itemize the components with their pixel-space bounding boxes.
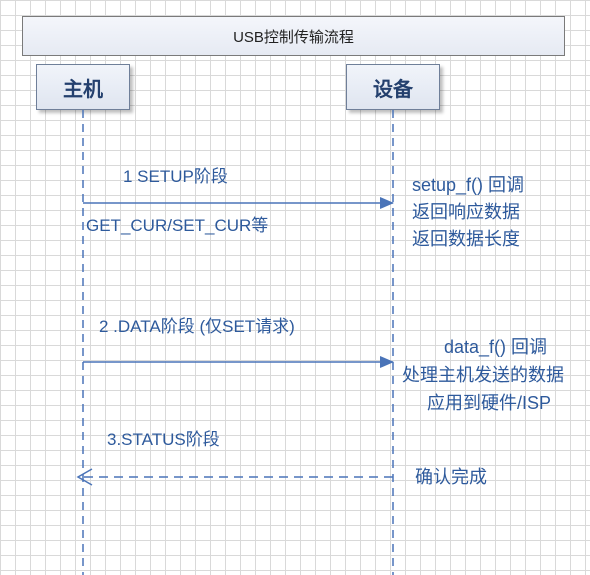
message-label-data: 2 .DATA阶段 (仅SET请求) [99,317,295,336]
note-setup-length: 返回数据长度 [412,229,520,249]
note-setup-response: 返回响应数据 [412,202,520,222]
diagram-title: USB控制传输流程 [22,16,565,56]
message-arrowhead-status [76,468,93,486]
note-data-apply: 应用到硬件/ISP [427,393,552,413]
message-label-status: 3.STATUS阶段 [107,430,220,449]
note-status-confirm: 确认完成 [415,467,487,487]
note-setup-callback: setup_f() 回调 [412,175,525,195]
message-label-setup: 1 SETUP阶段 [123,167,228,186]
note-data-process: 处理主机发送的数据 [402,365,564,385]
message-sublabel-setup: GET_CUR/SET_CUR等 [86,216,269,235]
actor-host: 主机 [36,64,130,110]
note-data-callback: data_f() 回调 [444,337,548,357]
actor-device: 设备 [346,64,440,110]
